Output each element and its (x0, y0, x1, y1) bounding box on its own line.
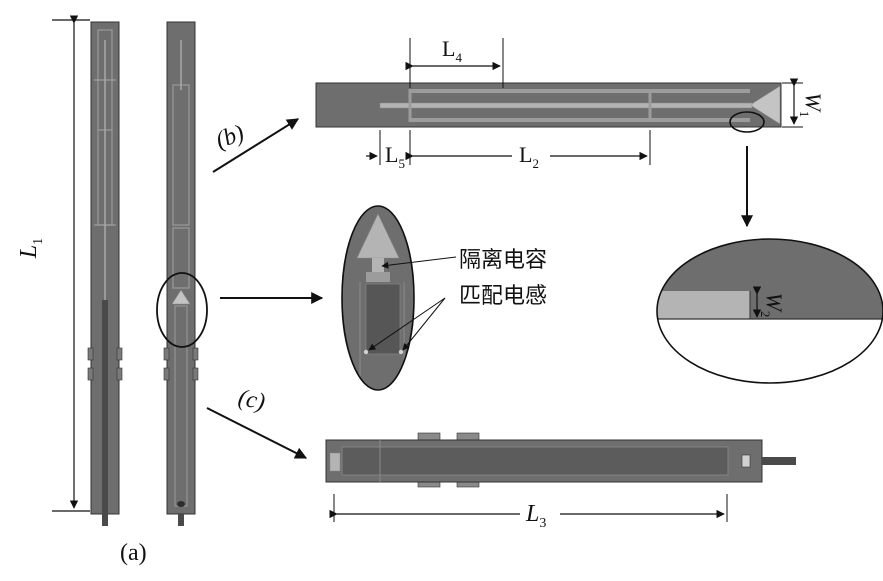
w2-sub: 2 (758, 311, 773, 318)
l3-sub: 3 (539, 516, 546, 531)
zoom-w2: W2 (656, 238, 883, 384)
dimension-l2: L2 (405, 130, 651, 171)
dimension-l1: L1 (16, 15, 90, 512)
svg-text:W2: W2 (758, 293, 787, 318)
arrow-to-b (212, 118, 300, 173)
dimension-l5: L5 (366, 130, 411, 171)
dimension-l4: L4 (405, 36, 504, 88)
w1-main: W (801, 93, 826, 113)
l4-main: L (442, 36, 455, 61)
l1-sub: 1 (31, 238, 46, 245)
leader-capacitor (381, 256, 457, 269)
l1-main: L (16, 245, 42, 259)
highlight-ellipse-b (729, 111, 765, 133)
svg-text:L5: L5 (385, 142, 405, 171)
svg-text:W1: W1 (797, 93, 826, 118)
panel-c-label: (c) (236, 385, 267, 416)
l4-sub: 4 (455, 50, 462, 65)
dimension-w1: W1 (782, 78, 826, 128)
l5-sub: 5 (398, 156, 405, 171)
svg-text:L3: L3 (525, 501, 546, 531)
leader-inductor-2 (402, 297, 446, 351)
highlight-ellipse (156, 272, 208, 348)
panel-b-antenna (315, 82, 782, 133)
dimension-l3: L3 (329, 494, 728, 531)
matching-inductor-label: 匹配电感 (459, 284, 547, 309)
l5-main: L (385, 142, 398, 167)
w2-main: W (762, 293, 787, 313)
leader-inductor-1 (368, 297, 446, 351)
svg-text:L1: L1 (16, 238, 46, 259)
panel-c-antenna (325, 432, 796, 488)
antenna-strip-back (156, 21, 208, 526)
w1-sub: 1 (797, 111, 812, 118)
arrow-to-c (206, 407, 308, 459)
svg-text:L2: L2 (519, 142, 539, 171)
panel-b-label: (b) (212, 120, 247, 154)
svg-text:L4: L4 (442, 36, 462, 65)
l2-main: L (519, 142, 532, 167)
panel-a-label: (a) (120, 540, 147, 566)
zoom-feed (341, 205, 415, 391)
l3-main: L (525, 501, 539, 527)
isolation-capacitor-label: 隔离电容 (459, 248, 547, 273)
antenna-strip-front (87, 21, 123, 526)
l2-sub: 2 (532, 156, 539, 171)
